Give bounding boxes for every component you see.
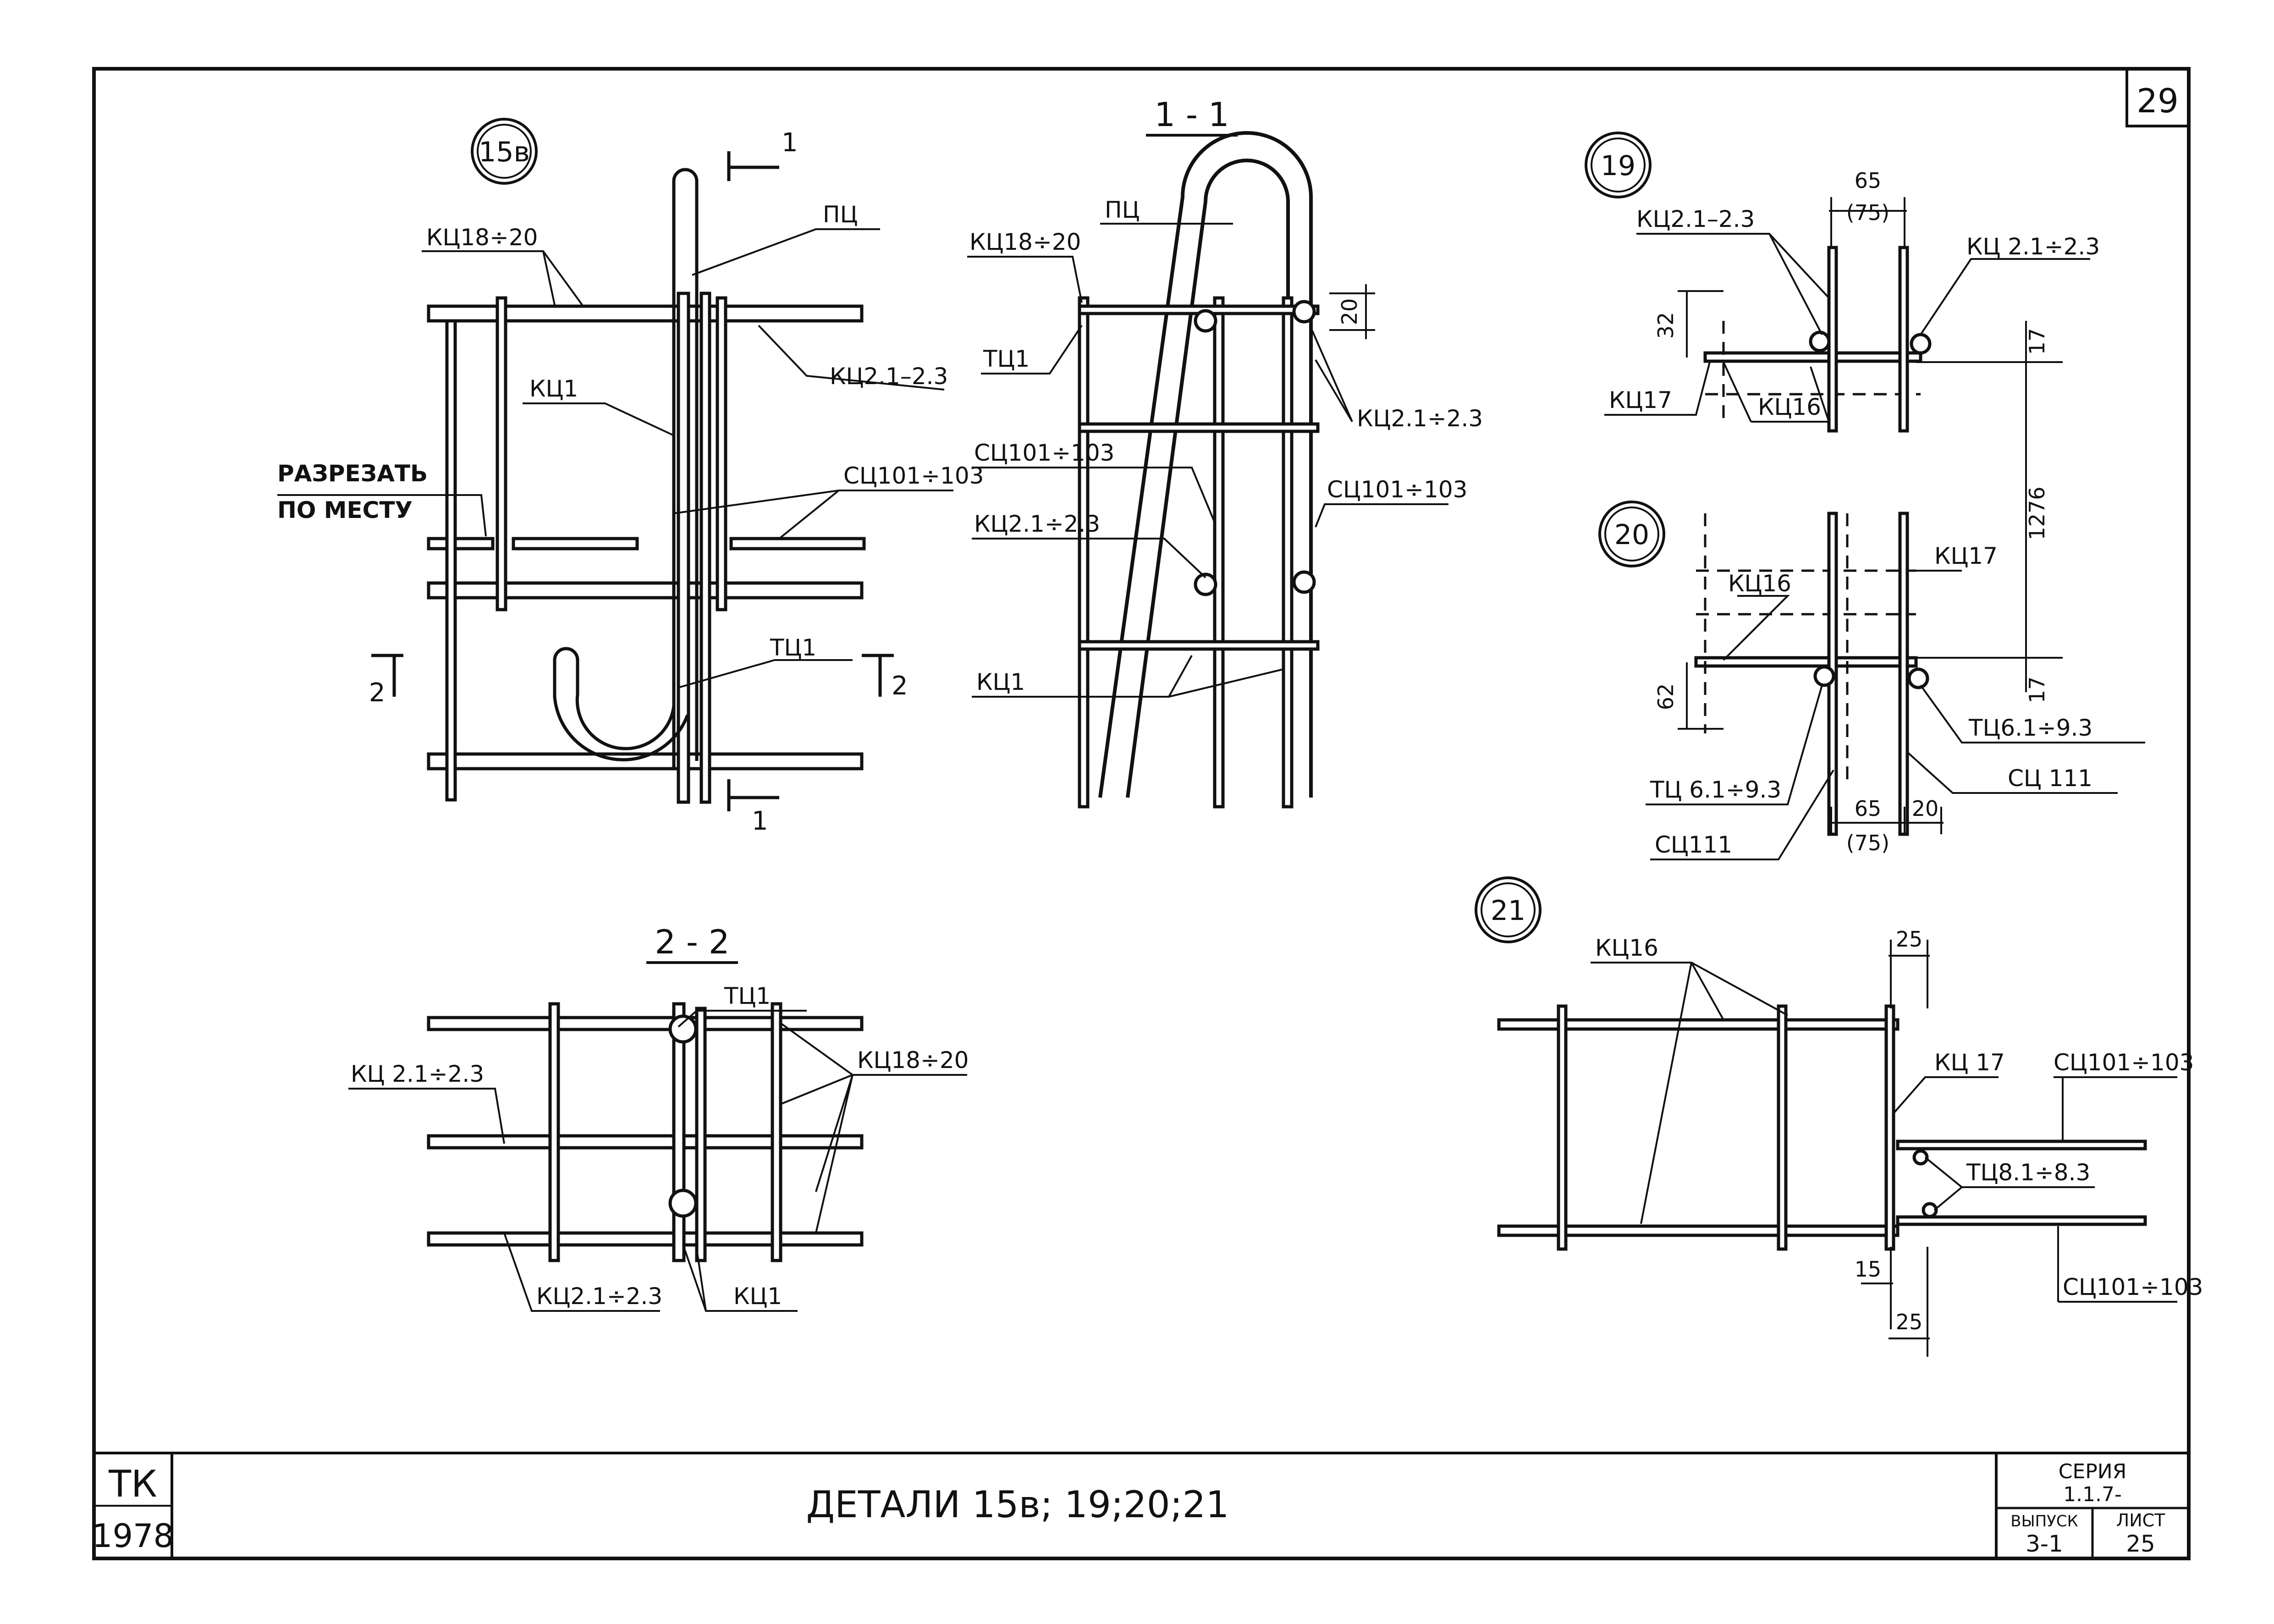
detail-15v-marker: 15в — [479, 136, 530, 168]
detail-21: 21 КЦ16 КЦ 17 СЦ101÷103 ТЦ8.1÷8.3 СЦ101÷… — [1475, 876, 2203, 1357]
d20-kc17: КЦ17 — [1934, 543, 1998, 569]
d15v-cut-2: ПО МЕСТУ — [277, 497, 413, 523]
sheet-title: ДЕТАЛИ 15в; 19;20;21 — [806, 1483, 1229, 1526]
d15v-pc: ПЦ — [823, 201, 858, 228]
d20-sc111-r: СЦ 111 — [2008, 765, 2092, 792]
detail-21-marker: 21 — [1491, 895, 1525, 927]
d19-kc21-23-l: КЦ2.1–2.3 — [1636, 206, 1755, 232]
section-1-1: 1 - 1 ПЦ КЦ18÷20 ТЦ1 СЦ101÷103 КЦ2.1÷2.3… — [967, 95, 1483, 809]
d15v-cut-1: РАЗРЕЗАТЬ — [277, 460, 428, 487]
d20-dim-20: 20 — [1912, 796, 1939, 821]
d20-dim-62: 62 — [1653, 683, 1678, 710]
s11-kc18-20: КЦ18÷20 — [969, 229, 1081, 255]
d21-dim-15: 15 — [1855, 1257, 1882, 1282]
issue-label: ВЫПУСК — [2010, 1512, 2078, 1530]
sec-1-bot: 1 — [752, 806, 768, 836]
s22-tc1: ТЦ1 — [724, 983, 771, 1009]
page-number: 29 — [2136, 82, 2179, 120]
d21-tc81-83: ТЦ8.1÷8.3 — [1966, 1159, 2090, 1186]
d20-kc16: КЦ16 — [1728, 570, 1791, 597]
detail-20-marker: 20 — [1614, 519, 1649, 551]
s11-sc101-103-r: СЦ101÷103 — [1327, 476, 1468, 503]
d19-dim-17: 17 — [2025, 328, 2049, 355]
d15v-kc1: КЦ1 — [529, 375, 578, 402]
s11-kc21-23-l: КЦ2.1÷2.3 — [974, 511, 1100, 537]
d20-dim-75: (75) — [1846, 831, 1889, 855]
d21-kc17: КЦ 17 — [1934, 1049, 2005, 1076]
detail-19-marker: 19 — [1601, 150, 1635, 182]
sheet-frame — [92, 67, 2191, 1560]
s11-sc101-103-l: СЦ101÷103 — [974, 440, 1115, 466]
d15v-kc18-20: КЦ18÷20 — [426, 224, 538, 251]
d20-dim-1276: 1276 — [2025, 486, 2049, 540]
d21-sc101-103-bot: СЦ101÷103 — [2063, 1274, 2203, 1300]
s22-kc1: КЦ1 — [733, 1283, 782, 1310]
d21-dim-25-bot: 25 — [1896, 1310, 1923, 1334]
stamp-org: ТК — [108, 1463, 157, 1505]
d20-tc61-93-r: ТЦ6.1÷9.3 — [1968, 715, 2092, 741]
sec-2-right: 2 — [892, 671, 908, 701]
d20-dim-65: 65 — [1855, 796, 1882, 821]
detail-15v-marker-circle — [471, 118, 538, 185]
s11-dim-20: 20 — [1337, 298, 1362, 325]
d15v-tc1: ТЦ1 — [770, 634, 816, 661]
sec-2-left: 2 — [369, 678, 385, 708]
issue-value: 3-1 — [2026, 1530, 2063, 1557]
d19-dim-32: 32 — [1653, 312, 1678, 339]
s11-kc1: КЦ1 — [976, 669, 1025, 695]
d15v-kc21-23: КЦ2.1–2.3 — [830, 363, 948, 390]
s22-kc21-23-bot: КЦ2.1÷2.3 — [536, 1283, 662, 1310]
stamp-year: 1978 — [92, 1517, 174, 1555]
d19-kc17: КЦ17 — [1609, 387, 1672, 413]
d19-dim-65: 65 — [1855, 168, 1882, 193]
s11-title: 1 - 1 — [1154, 95, 1229, 134]
d20-dim-17: 17 — [2025, 677, 2049, 704]
series-value: 1.1.7- — [2063, 1483, 2122, 1506]
s22-kc18-20: КЦ18÷20 — [857, 1047, 969, 1073]
d21-kc16: КЦ16 — [1595, 935, 1658, 961]
s22-kc21-23-top: КЦ 2.1÷2.3 — [351, 1061, 484, 1087]
sheet-label: ЛИСТ — [2116, 1510, 2166, 1530]
d19-dim-75: (75) — [1846, 200, 1889, 225]
title-block: 29 ТК 1978 ДЕТАЛИ 15в; 19;20;21 СЕРИЯ 1.… — [92, 82, 2179, 1557]
d19-kc16: КЦ16 — [1758, 394, 1821, 420]
detail-20: 20 КЦ17 КЦ16 ТЦ6.1÷9.3 ТЦ 6.1÷9.3 СЦ 111… — [1598, 362, 2145, 860]
series-label: СЕРИЯ — [2059, 1460, 2127, 1483]
s22-title: 2 - 2 — [655, 923, 729, 961]
d20-sc111-l: СЦ111 — [1655, 831, 1732, 858]
d21-dim-25-top: 25 — [1896, 927, 1923, 952]
d19-kc21-23-r: КЦ 2.1÷2.3 — [1966, 233, 2100, 260]
s11-pc: ПЦ — [1105, 197, 1140, 223]
sheet-value: 25 — [2126, 1530, 2155, 1557]
d15v-sc101-103: СЦ101÷103 — [843, 462, 984, 489]
detail-19: 19 КЦ2.1–2.3 КЦ 2.1÷2.3 КЦ17 КЦ16 65 (75… — [1585, 132, 2100, 433]
detail-15v: 15в 1 1 2 2 КЦ18÷20 ПЦ КЦ2.1–2.3 — [277, 118, 984, 836]
d21-sc101-103-top: СЦ101÷103 — [2054, 1049, 2194, 1076]
section-2-2: 2 - 2 ТЦ1 КЦ 2.1÷2.3 КЦ18÷20 КЦ2.1÷2.3 К… — [348, 923, 969, 1312]
s11-kc21-23-r: КЦ2.1÷2.3 — [1357, 405, 1483, 432]
d20-tc61-93-l: ТЦ 6.1÷9.3 — [1650, 776, 1781, 803]
s11-tc1: ТЦ1 — [983, 346, 1030, 372]
sec-1-top: 1 — [782, 128, 798, 158]
